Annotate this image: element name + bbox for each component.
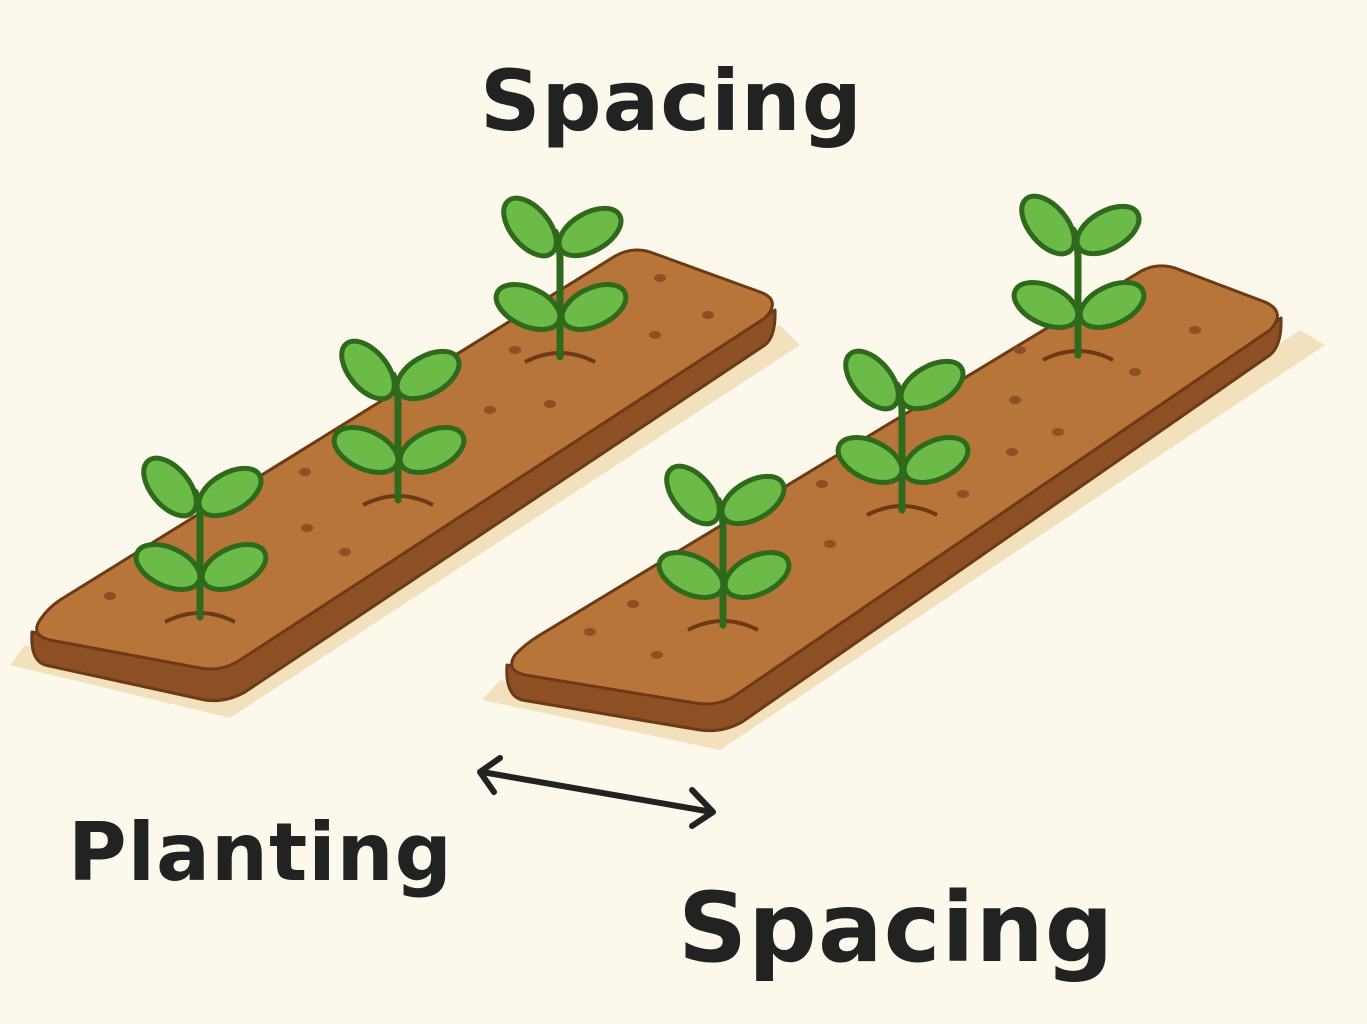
soil-dot bbox=[816, 480, 828, 488]
leaf bbox=[843, 348, 901, 412]
bed-side bbox=[30, 308, 777, 703]
planting-label: Planting bbox=[68, 806, 453, 899]
leaf bbox=[901, 435, 971, 485]
leaf bbox=[664, 463, 722, 527]
soil-dot bbox=[649, 331, 661, 339]
top-spacing-label: Spacing bbox=[480, 52, 863, 150]
leaf bbox=[1077, 280, 1147, 330]
leaf bbox=[501, 195, 559, 259]
leaf bbox=[339, 338, 397, 402]
soil-dot bbox=[702, 311, 714, 319]
seedling bbox=[133, 455, 269, 624]
leaf bbox=[1019, 193, 1077, 257]
soil-dot bbox=[1129, 368, 1141, 376]
seedling bbox=[835, 348, 971, 517]
leaf bbox=[898, 358, 966, 412]
soil-dot bbox=[1014, 346, 1026, 354]
leaf bbox=[1011, 280, 1081, 330]
leaf bbox=[835, 435, 905, 485]
leaf bbox=[493, 282, 563, 332]
spacing-arrow bbox=[477, 755, 716, 829]
leaf bbox=[397, 425, 467, 475]
soil-dot bbox=[509, 346, 521, 354]
plants bbox=[104, 193, 1201, 659]
leaf bbox=[133, 542, 203, 592]
leaf bbox=[722, 550, 792, 600]
leaf bbox=[199, 542, 269, 592]
leaf bbox=[559, 282, 629, 332]
soil-dot bbox=[301, 524, 313, 532]
soil-dot bbox=[651, 651, 663, 659]
seedling bbox=[1011, 193, 1147, 362]
leaf bbox=[556, 205, 624, 259]
leaf bbox=[719, 473, 787, 527]
soil-dot bbox=[1052, 428, 1064, 436]
soil-dot bbox=[1009, 396, 1021, 404]
soil-dot bbox=[339, 548, 351, 556]
seedling bbox=[656, 463, 792, 632]
soil-dot bbox=[584, 628, 596, 636]
leaf bbox=[656, 550, 726, 600]
seedling bbox=[331, 338, 467, 507]
soil-dot bbox=[824, 540, 836, 548]
bed-side bbox=[505, 316, 1283, 733]
leaf bbox=[394, 348, 462, 402]
seedling bbox=[493, 195, 629, 364]
leaf bbox=[1074, 203, 1142, 257]
soil-dot bbox=[654, 274, 666, 282]
soil-dot bbox=[1006, 448, 1018, 456]
leaf bbox=[196, 465, 264, 519]
soil-dot bbox=[104, 592, 116, 600]
soil-dot bbox=[484, 406, 496, 414]
soil-dot bbox=[1189, 326, 1201, 334]
soil-dot bbox=[544, 400, 556, 408]
soil-dot bbox=[627, 600, 639, 608]
bottom-spacing-label: Spacing bbox=[678, 872, 1115, 984]
soil-dot bbox=[957, 490, 969, 498]
leaf bbox=[331, 425, 401, 475]
leaf bbox=[141, 455, 199, 519]
soil-dot bbox=[299, 468, 311, 476]
